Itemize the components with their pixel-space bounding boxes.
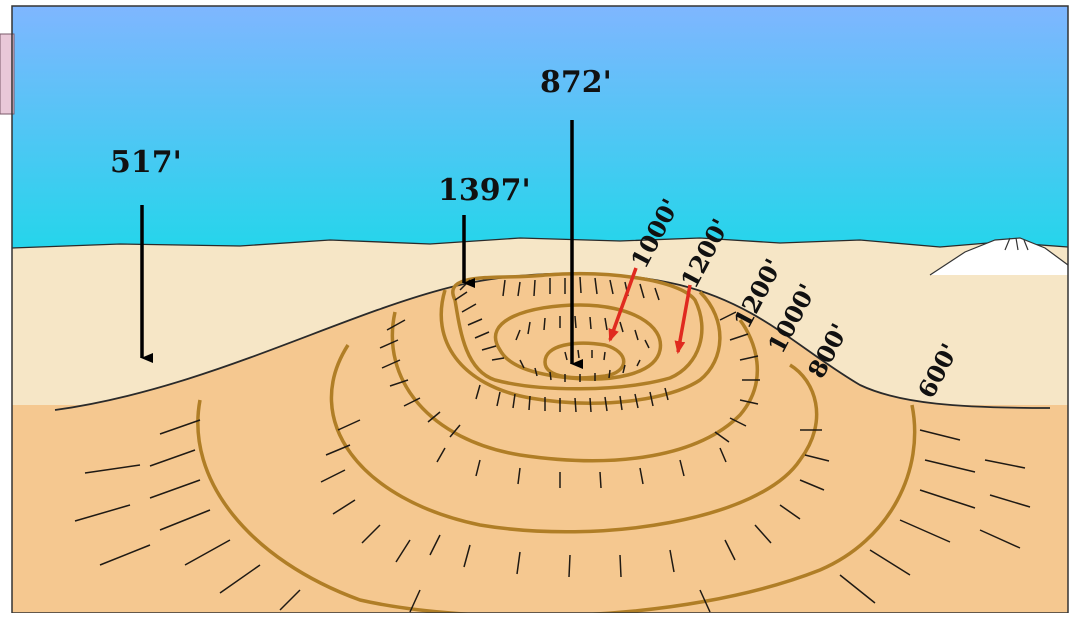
contour-crater-outer: [451, 271, 704, 391]
red-arrow-1000: [608, 267, 638, 343]
horizon-line: [11, 237, 1069, 249]
contour-crater-mid: [493, 303, 663, 381]
red-arrow-1200: [674, 284, 692, 355]
contour-lines: [196, 271, 917, 618]
elevation-label-517: 517': [110, 145, 182, 180]
contour-1200: [439, 289, 722, 405]
corner-tab: [0, 33, 15, 115]
elevation-label-872: 872': [540, 65, 612, 100]
contour-1000: [390, 311, 759, 463]
contour-arrows: [608, 267, 692, 355]
contour-800: [329, 344, 819, 534]
sky: [12, 6, 1068, 256]
elevation-arrows: [140, 120, 583, 369]
mountain-body: [55, 273, 1050, 613]
hachure-marks: [74, 276, 1031, 613]
elevation-label-1397: 1397': [438, 173, 531, 208]
distant-volcano: [929, 237, 1069, 276]
contour-crater-inner: [543, 341, 626, 380]
